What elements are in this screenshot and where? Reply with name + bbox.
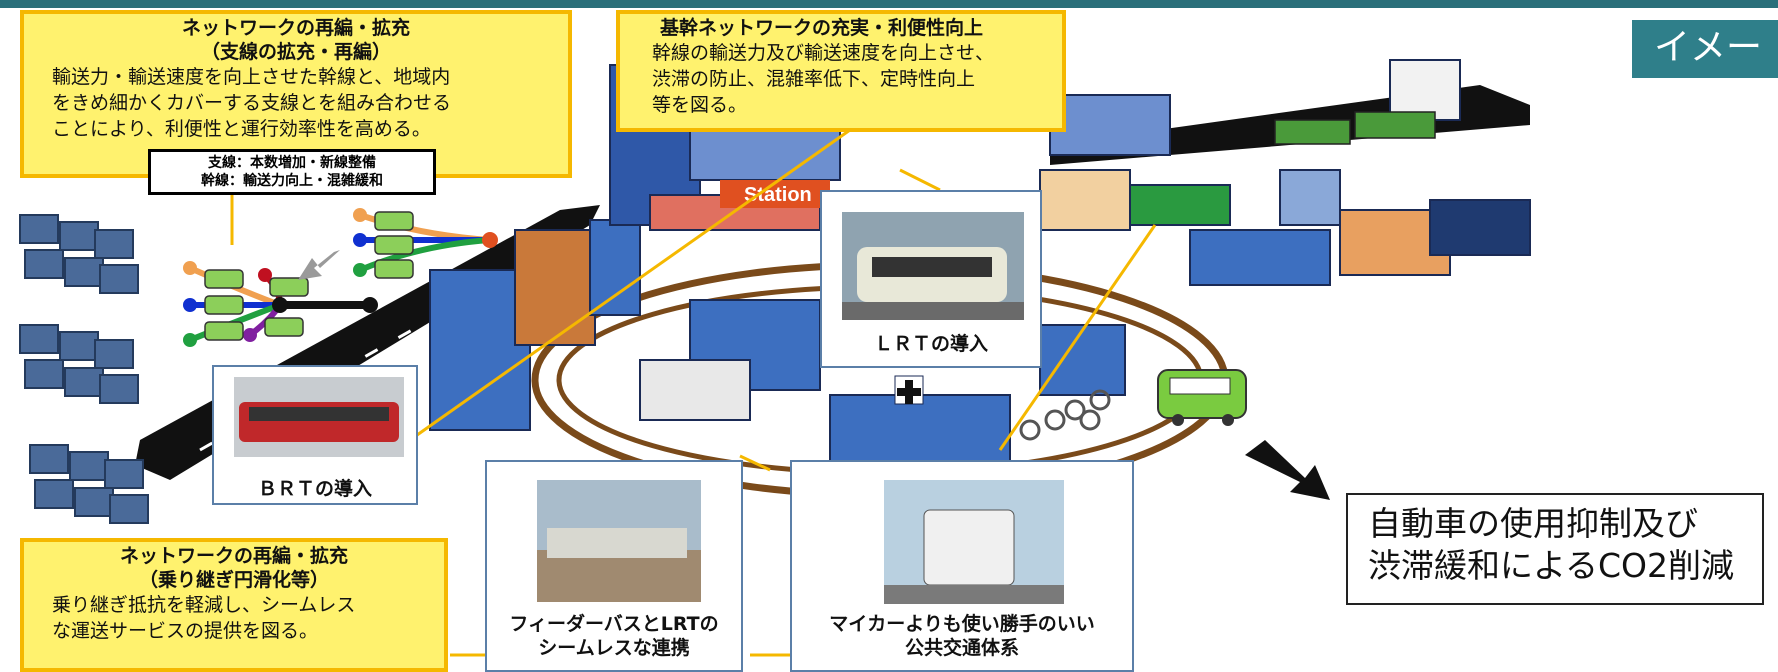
callout-line: 等を図る。 (652, 94, 748, 116)
station-sign: Station (744, 184, 812, 206)
buildings (429, 59, 1531, 496)
callout-body: 輸送力・輸送速度を向上させた幹線と、地域内 をきめ細かくカバーする支線とを組み合… (24, 64, 568, 142)
legend-branch: 支線：本数増加・新線整備 (208, 155, 376, 171)
hospital-cross-icon (897, 380, 921, 404)
green-bus-icon (1157, 369, 1247, 426)
callout-line: ことにより、利便性と運行効率性を高める。 (52, 118, 431, 140)
caption-line: フィーダーバスとLRTの (509, 613, 719, 635)
legend-trunk: 幹線：輸送力向上・混雑緩和 (201, 173, 383, 189)
network-nodes (183, 208, 498, 347)
result-box: 自動車の使用抑制及び 渋滞緩和によるCO2削減 (1346, 493, 1764, 605)
feeder-photo (537, 480, 701, 602)
callout-transfer: ネットワークの再編・拡充 （乗り継ぎ円滑化等） 乗り継ぎ抵抗を軽減し、シームレス… (20, 538, 448, 672)
card-public-transport: マイカーよりも使い勝手のいい 公共交通体系 (790, 460, 1134, 672)
image-tag: イメー (1632, 20, 1778, 78)
callout-title: ネットワークの再編・拡充 (181, 17, 410, 39)
callout-title: 基幹ネットワークの充実・利便性向上 (660, 17, 984, 39)
small-buses (204, 211, 414, 341)
result-line: 渋滞緩和によるCO2削減 (1368, 546, 1735, 585)
green-trains (1274, 111, 1436, 145)
caption-line: マイカーよりも使い勝手のいい (829, 613, 1095, 635)
card-caption: ＬＲＴの導入 (873, 333, 988, 355)
callout-line: 輸送力・輸送速度を向上させた幹線と、地域内 (52, 66, 451, 88)
bus-photo (884, 480, 1064, 604)
card-caption: フィーダーバスとLRTの シームレスな連携 (487, 612, 741, 660)
callout-body: 幹線の輸送力及び輸送速度を向上させ、 渋滞の防止、混雑率低下、定時性向上 等を図… (652, 40, 1062, 118)
callout-line: な運送サービスの提供を図る。 (52, 620, 319, 642)
bicycles-icon (1019, 389, 1111, 441)
connector-lines (230, 128, 1157, 657)
callout-line: 乗り継ぎ抵抗を軽減し、シームレス (52, 594, 356, 616)
legend-box: 支線：本数増加・新線整備 幹線：輸送力向上・混雑緩和 (148, 149, 436, 195)
callout-subtitle: （乗り継ぎ円滑化等） (138, 569, 329, 591)
houses-cluster-mid (19, 324, 139, 404)
result-arrow-icon (1245, 440, 1330, 500)
callout-body: 乗り継ぎ抵抗を軽減し、シームレス な運送サービスの提供を図る。 (24, 592, 444, 644)
card-feeder: フィーダーバスとLRTの シームレスな連携 (485, 460, 743, 672)
callout-title: ネットワークの再編・拡充 (119, 545, 348, 567)
callout-line: 幹線の輸送力及び輸送速度を向上させ、 (652, 42, 995, 64)
houses-cluster-top (19, 214, 139, 294)
gray-arrow (298, 250, 340, 280)
houses-cluster-bottom (29, 444, 149, 524)
card-brt: ＢＲＴの導入 (212, 365, 418, 505)
brt-photo (234, 377, 404, 457)
callout-subtitle: （支線の拡充・再編） (200, 41, 391, 63)
caption-line: 公共交通体系 (904, 637, 1019, 659)
callout-line: をきめ細かくカバーする支線とを組み合わせる (52, 92, 452, 114)
callout-trunk: 基幹ネットワークの充実・利便性向上 幹線の輸送力及び輸送速度を向上させ、 渋滞の… (616, 10, 1066, 132)
card-caption: ＢＲＴの導入 (257, 478, 372, 500)
lrt-photo (842, 212, 1024, 320)
card-lrt: ＬＲＴの導入 (820, 190, 1042, 368)
callout-line: 渋滞の防止、混雑率低下、定時性向上 (652, 68, 976, 90)
caption-line: シームレスな連携 (538, 637, 690, 659)
header-bar (0, 0, 1778, 8)
card-caption: マイカーよりも使い勝手のいい 公共交通体系 (792, 612, 1132, 660)
result-line: 自動車の使用抑制及び (1368, 504, 1698, 543)
